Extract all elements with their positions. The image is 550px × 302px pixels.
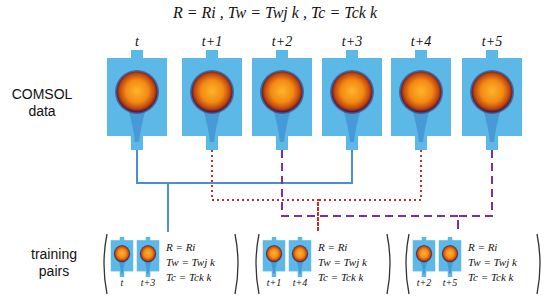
simulation-image xyxy=(288,237,312,277)
simulation-frame: t+2 xyxy=(250,34,314,150)
simulation-frame: t+3 xyxy=(320,34,384,150)
time-label: t xyxy=(105,34,169,50)
condition-line: Tw = Twj k xyxy=(166,255,215,270)
condition-line: Tc = Tck k xyxy=(468,270,517,285)
training-pair: R = RiTw = Twj kTc = Tck k t+1t+4 xyxy=(252,232,394,296)
time-label: t+1 xyxy=(180,34,244,50)
title: R = Ri , Tw = Twj k , Tc = Tck k xyxy=(0,4,550,22)
connector xyxy=(458,150,492,232)
time-label: t+2 xyxy=(250,34,314,50)
connector xyxy=(212,150,318,232)
condition-text: R = RiTw = Twj kTc = Tck k xyxy=(468,240,517,285)
time-label: t+4 xyxy=(389,34,453,50)
pair-frame: t+4 xyxy=(288,237,312,289)
training-pair: R = RiTw = Twj kTc = Tck k tt+3 xyxy=(100,232,242,296)
simulation-image xyxy=(320,50,384,150)
condition-text: R = RiTw = Twj kTc = Tck k xyxy=(318,240,367,285)
time-label: t+3 xyxy=(136,277,160,289)
side-label: training pairs xyxy=(18,246,90,280)
simulation-frame: t+5 xyxy=(460,34,524,150)
condition-line: R = Ri xyxy=(166,240,215,255)
pair-frame: t+1 xyxy=(262,237,286,289)
condition-text: R = RiTw = Twj kTc = Tck k xyxy=(166,240,215,285)
connector xyxy=(137,150,168,232)
condition-line: R = Ri xyxy=(318,240,367,255)
simulation-frame: t+1 xyxy=(180,34,244,150)
simulation-image xyxy=(180,50,244,150)
side-label: COMSOL data xyxy=(6,86,78,120)
simulation-frame: t xyxy=(105,34,169,150)
time-label: t+3 xyxy=(320,34,384,50)
simulation-image xyxy=(460,50,524,150)
connector xyxy=(282,150,458,232)
pair-frame: t xyxy=(110,237,134,289)
time-label: t+5 xyxy=(438,277,462,289)
time-label: t+1 xyxy=(262,277,286,289)
simulation-image xyxy=(136,237,160,277)
simulation-image xyxy=(412,237,436,277)
simulation-frame: t+4 xyxy=(389,34,453,150)
time-label: t+4 xyxy=(288,277,312,289)
connector xyxy=(318,150,421,232)
simulation-image xyxy=(110,237,134,277)
simulation-image xyxy=(438,237,462,277)
time-label: t+5 xyxy=(460,34,524,50)
pair-frame: t+3 xyxy=(136,237,160,289)
time-label: t+2 xyxy=(412,277,436,289)
training-pair: R = RiTw = Twj kTc = Tck k t+2t+5 xyxy=(402,232,544,296)
simulation-image xyxy=(262,237,286,277)
time-label: t xyxy=(110,277,134,289)
condition-line: Tw = Twj k xyxy=(468,255,517,270)
simulation-image xyxy=(105,50,169,150)
pair-frame: t+2 xyxy=(412,237,436,289)
pair-frame: t+5 xyxy=(438,237,462,289)
condition-line: Tw = Twj k xyxy=(318,255,367,270)
condition-line: Tc = Tck k xyxy=(166,270,215,285)
condition-line: Tc = Tck k xyxy=(318,270,367,285)
condition-line: R = Ri xyxy=(468,240,517,255)
simulation-image xyxy=(250,50,314,150)
simulation-image xyxy=(389,50,453,150)
connector xyxy=(168,150,352,232)
